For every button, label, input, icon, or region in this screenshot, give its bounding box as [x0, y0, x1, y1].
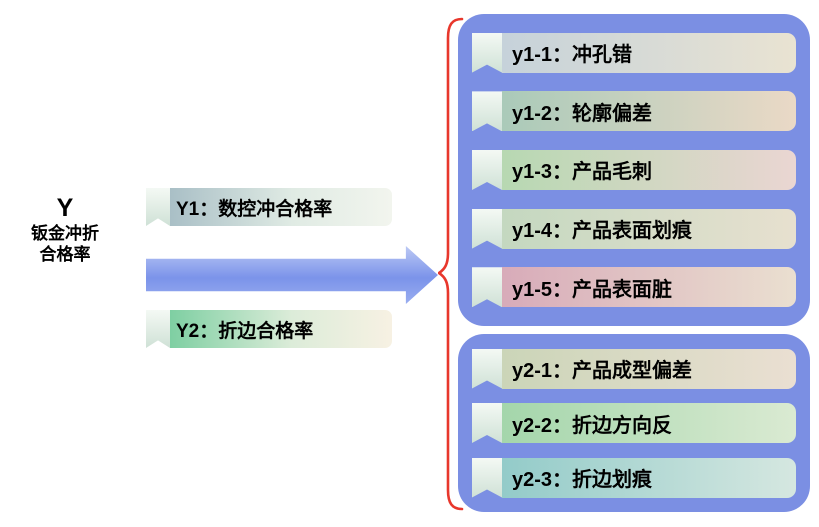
defect-label-y1-2: y1-2：轮廓偏差	[502, 91, 796, 132]
defect-label-y1-3: y1-3：产品毛刺	[502, 149, 796, 190]
level1-label-y1: Y1：数控冲合格率	[170, 188, 392, 226]
ribbon-strip	[472, 457, 502, 498]
ribbon-strip	[472, 348, 502, 389]
defect-item-y1-2: y1-2：轮廓偏差	[472, 91, 796, 132]
defect-item-y1-5: y1-5：产品表面脏	[472, 267, 796, 308]
defect-label-y2-1: y2-1：产品成型偏差	[502, 348, 796, 389]
defect-item-y2-3: y2-3：折边划痕	[472, 457, 796, 498]
flow-arrow-icon	[146, 246, 438, 304]
level1-node-y2: Y2：折边合格率	[146, 310, 392, 348]
level1-node-y1: Y1：数控冲合格率	[146, 188, 392, 226]
ribbon-strip	[472, 91, 502, 132]
root-subtitle-2: 合格率	[39, 245, 91, 264]
root-node: Y 钣金冲折 合格率	[6, 194, 124, 265]
ribbon-strip	[472, 208, 502, 249]
ribbon-strip	[472, 32, 502, 73]
ribbon-strip	[472, 267, 502, 308]
root-title: Y	[56, 194, 74, 222]
ribbon-strip	[472, 403, 502, 443]
level1-label-y2: Y2：折边合格率	[170, 310, 392, 348]
defect-label-y1-4: y1-4：产品表面划痕	[502, 208, 796, 249]
red-brace-icon	[438, 17, 464, 511]
defect-label-y1-5: y1-5：产品表面脏	[502, 267, 796, 308]
ribbon-strip	[146, 310, 170, 348]
defect-label-y2-3: y2-3：折边划痕	[502, 457, 796, 498]
defect-item-y1-3: y1-3：产品毛刺	[472, 149, 796, 190]
defect-item-y2-1: y2-1：产品成型偏差	[472, 348, 796, 389]
y1-group-panel: y1-1：冲孔错 y1-2：轮廓偏差 y1-3：产品毛刺 y1-4：产品表面划痕…	[458, 14, 810, 326]
root-subtitle-1: 钣金冲折	[31, 223, 99, 243]
defect-label-y1-1: y1-1：冲孔错	[502, 32, 796, 73]
defect-item-y2-2: y2-2：折边方向反	[472, 403, 796, 443]
ribbon-strip	[146, 188, 170, 226]
ribbon-strip	[472, 149, 502, 190]
y2-group-panel: y2-1：产品成型偏差 y2-2：折边方向反 y2-3：折边划痕	[458, 334, 810, 512]
defect-label-y2-2: y2-2：折边方向反	[502, 403, 796, 443]
defect-item-y1-4: y1-4：产品表面划痕	[472, 208, 796, 249]
defect-item-y1-1: y1-1：冲孔错	[472, 32, 796, 73]
